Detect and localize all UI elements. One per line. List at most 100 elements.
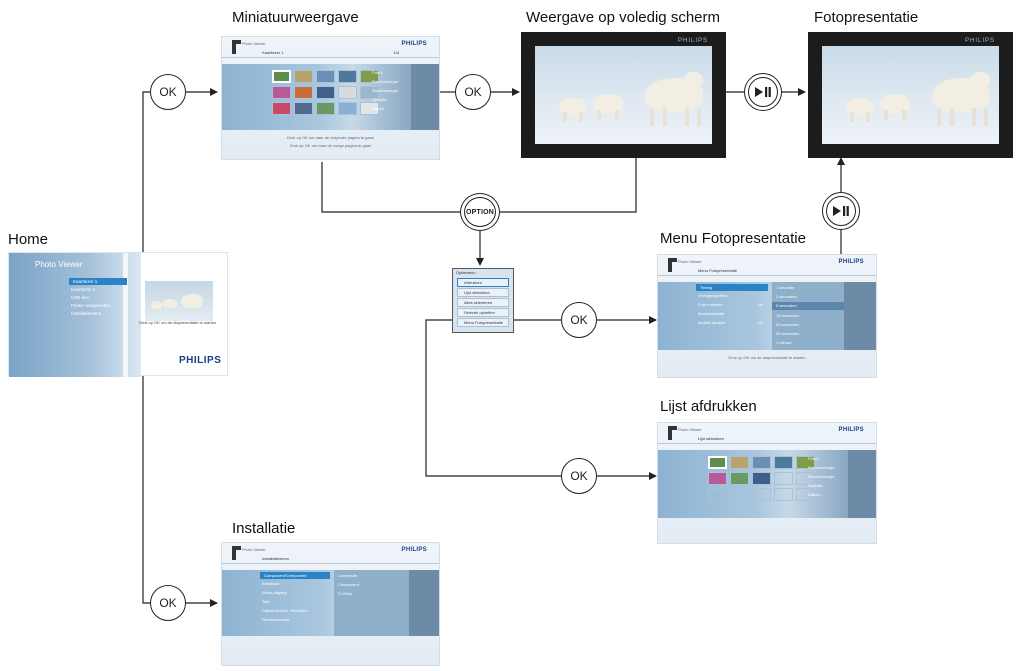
option-button-node: OPTION bbox=[460, 193, 500, 231]
thumbnail-item[interactable] bbox=[294, 102, 313, 115]
print-item-empty[interactable] bbox=[730, 488, 749, 501]
print-item[interactable] bbox=[730, 472, 749, 485]
thumbnail-screen: Photo Viewer PHILIPS Kaartlezer 1 1/4 Fo… bbox=[221, 36, 440, 160]
print-item-empty[interactable] bbox=[774, 472, 793, 485]
slideshow-item-timing[interactable]: Timing bbox=[696, 284, 768, 291]
page-indicator: 1/4 bbox=[393, 50, 399, 55]
print-item[interactable] bbox=[708, 456, 727, 469]
home-item-1[interactable]: Kaartlezer 2 bbox=[71, 287, 96, 292]
print-item[interactable] bbox=[730, 456, 749, 469]
print-item[interactable] bbox=[752, 456, 771, 469]
print-item-empty[interactable] bbox=[796, 472, 815, 485]
thumbnail-menu-item[interactable]: Datum bbox=[372, 106, 384, 111]
fullscreen-brand-watermark: PHILIPS bbox=[677, 38, 708, 44]
submenu-option-selected[interactable]: 5 seconden bbox=[772, 302, 846, 310]
thumbnail-item[interactable] bbox=[316, 102, 335, 115]
screen-app-name: Photo Viewer bbox=[678, 259, 702, 264]
setup-item[interactable]: Fabrieksinstell. Herstellen bbox=[262, 608, 308, 613]
setup-submenu-panel: Composite Component S-Video bbox=[334, 570, 410, 636]
options-menu-title: Optiemenu bbox=[456, 270, 476, 275]
thumbnail-menu-item[interactable]: Opstelle bbox=[372, 97, 387, 102]
thumbnail-item[interactable] bbox=[294, 86, 313, 99]
print-item-empty[interactable] bbox=[796, 488, 815, 501]
thumbnail-menu-item[interactable]: Randverzorger bbox=[372, 79, 399, 84]
print-menu-item[interactable]: Foto's bbox=[808, 456, 819, 461]
setup-body: Component/Component Beeldtaal Video-uitg… bbox=[222, 570, 439, 636]
thumbnail-item[interactable] bbox=[338, 70, 357, 83]
print-menu-item[interactable]: Randverzorger bbox=[808, 474, 835, 479]
setup-option[interactable]: Component bbox=[338, 582, 359, 587]
home-sidebar: Photo Viewer Kaartlezer 1 Kaartlezer 2 U… bbox=[9, 253, 141, 377]
thumbnail-menu-item[interactable]: Randverzorger bbox=[372, 88, 399, 93]
options-item-print[interactable]: Afdrukken bbox=[457, 278, 509, 287]
home-screen: Photo Viewer Kaartlezer 1 Kaartlezer 2 U… bbox=[8, 252, 228, 377]
print-right-panel bbox=[848, 450, 876, 518]
setup-item[interactable]: Firmwareversie bbox=[262, 617, 290, 622]
thumbnail-item[interactable] bbox=[338, 102, 357, 115]
title-fullscreen-view: Weergave op voledig scherm bbox=[526, 9, 720, 26]
thumbnail-item[interactable] bbox=[316, 70, 335, 83]
setup-item-selected[interactable]: Component/Component bbox=[260, 572, 330, 579]
print-item-empty[interactable] bbox=[774, 488, 793, 501]
setup-option[interactable]: Composite bbox=[338, 573, 358, 578]
slideshow-item-music[interactable]: Muziekselectie bbox=[698, 311, 725, 316]
setup-option[interactable]: S-Video bbox=[338, 591, 353, 596]
home-item-0[interactable]: Kaartlezer 1 bbox=[69, 278, 127, 285]
slideshow-menu-footer: Druk op OK om de diapresentatie te start… bbox=[728, 355, 806, 360]
options-item-deselect[interactable]: Selectie opheffen bbox=[457, 308, 509, 317]
print-item-empty[interactable] bbox=[708, 488, 727, 501]
ok-button-node: OK bbox=[455, 74, 491, 110]
print-menu-item[interactable]: Randverzorger bbox=[808, 465, 835, 470]
setup-item[interactable]: Taal bbox=[262, 599, 270, 604]
slideshow-right-panel bbox=[844, 282, 876, 350]
print-item-empty[interactable] bbox=[752, 488, 771, 501]
home-item-2[interactable]: USB-disc bbox=[71, 295, 90, 300]
screen-subtitle: Lijst afdrukken bbox=[698, 436, 724, 441]
thumbnail-item[interactable] bbox=[360, 102, 379, 115]
title-setup: Installatie bbox=[232, 520, 296, 537]
slideshow-item-transition[interactable]: Overgangseffect bbox=[698, 293, 728, 298]
options-item-print-list[interactable]: Lijst afdrukken bbox=[457, 288, 509, 297]
submenu-option[interactable]: 1 seconde bbox=[776, 285, 795, 290]
print-item[interactable] bbox=[774, 456, 793, 469]
play-pause-button-node bbox=[822, 192, 860, 230]
option-label: OPTION bbox=[464, 197, 496, 227]
print-menu-item[interactable]: Datum bbox=[808, 492, 820, 497]
thumbnail-item[interactable] bbox=[272, 70, 291, 83]
print-item[interactable] bbox=[752, 472, 771, 485]
screen-brand: PHILIPS bbox=[401, 41, 427, 47]
print-item[interactable] bbox=[796, 456, 815, 469]
print-list-screen: Photo Viewer PHILIPS Lijst afdrukken Fot… bbox=[657, 422, 877, 544]
options-item-select-all[interactable]: Alles selecteren bbox=[457, 298, 509, 307]
submenu-option[interactable]: 30 seconden bbox=[776, 331, 799, 336]
fullscreen-screen: PHILIPS bbox=[521, 32, 726, 158]
fullscreen-photo bbox=[535, 46, 712, 144]
print-item[interactable] bbox=[708, 472, 727, 485]
home-item-3[interactable]: Printer aangesloten bbox=[71, 303, 111, 308]
home-item-4[interactable]: Installatiemenu bbox=[71, 311, 102, 316]
thumbnail-item[interactable] bbox=[360, 86, 379, 99]
thumbnail-footer-2: Druk op OK om naar de vorige pagina te g… bbox=[289, 143, 372, 148]
thumbnail-item[interactable] bbox=[360, 70, 379, 83]
options-item-slideshow-menu[interactable]: Menu Fotopresentatie bbox=[457, 318, 509, 327]
thumbnail-menu-item[interactable]: Foto's bbox=[372, 70, 383, 75]
setup-item[interactable]: Video-uitgang bbox=[262, 590, 287, 595]
print-menu-item[interactable]: Opstelle bbox=[808, 483, 823, 488]
slideshow-value-random: Uit bbox=[758, 320, 763, 325]
thumbnail-item[interactable] bbox=[294, 70, 313, 83]
thumbnail-item[interactable] bbox=[316, 86, 335, 99]
setup-item[interactable]: Beeldtaal bbox=[262, 581, 279, 586]
screen-subtitle: Installatiemenu bbox=[262, 556, 289, 561]
submenu-option[interactable]: 1 minuut bbox=[776, 340, 792, 345]
thumbnail-item[interactable] bbox=[272, 102, 291, 115]
thumbnail-item[interactable] bbox=[338, 86, 357, 99]
slideshow-item-random[interactable]: Muziek random bbox=[698, 320, 726, 325]
ok-button-node: OK bbox=[150, 585, 186, 621]
submenu-option[interactable]: 10 seconden bbox=[776, 313, 799, 318]
submenu-option[interactable]: 20 seconden bbox=[776, 322, 799, 327]
slideshow-item-rotate[interactable]: Foto's roteren bbox=[698, 302, 723, 307]
print-menu: Foto's Randverzorger Randverzorger Opste… bbox=[808, 454, 834, 499]
slideshow-menu-body: Timing Overgangseffect Foto's roteren Ui… bbox=[658, 282, 876, 350]
submenu-option[interactable]: 2 seconden bbox=[776, 294, 797, 299]
thumbnail-item[interactable] bbox=[272, 86, 291, 99]
